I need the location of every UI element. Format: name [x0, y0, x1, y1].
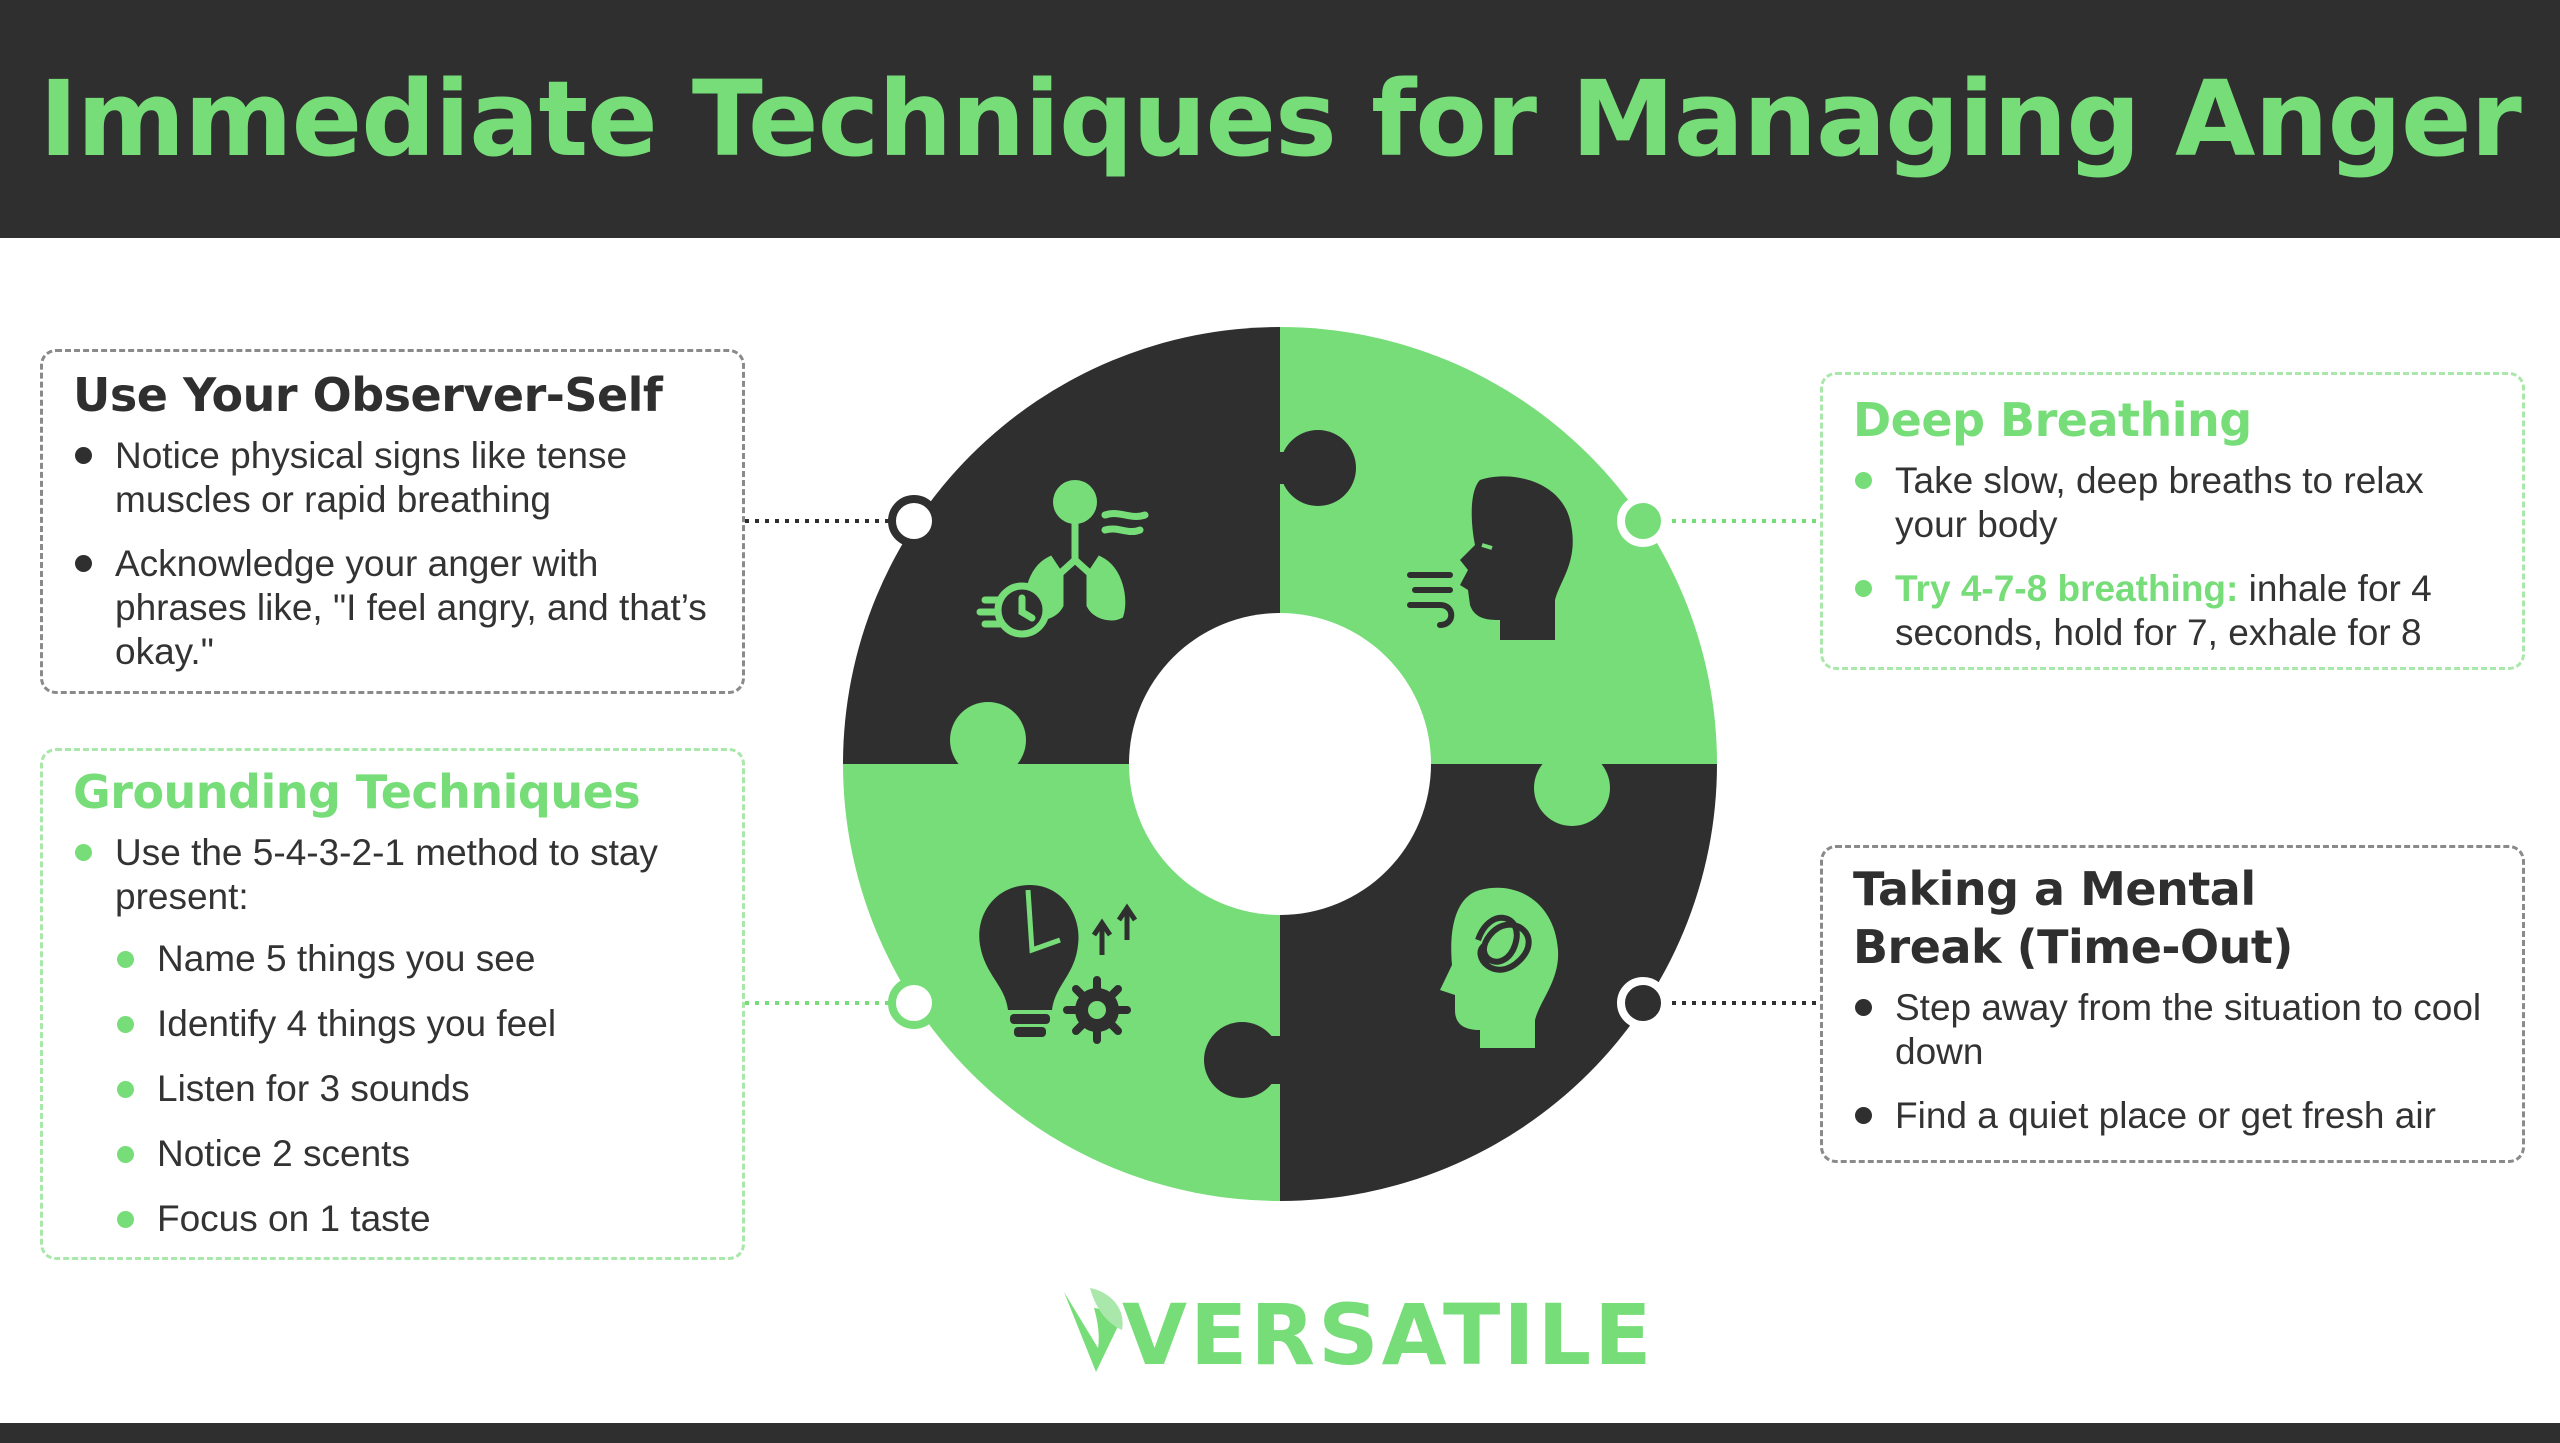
bullet-dot: [1855, 472, 1872, 489]
bullet-dot: [117, 1146, 134, 1163]
observer-self-list: Notice physical signs like tense muscles…: [73, 434, 712, 674]
bullet-dot: [1855, 580, 1872, 597]
grounding-title: Grounding Techniques: [73, 765, 641, 819]
list-item: Try 4-7-8 breathing: inhale for 4 second…: [1853, 567, 2492, 655]
bullet-dot: [75, 447, 92, 464]
bullet-dot: [117, 951, 134, 968]
connector-node: [888, 495, 940, 547]
mental-break-title: Taking a Mental Break (Time-Out): [1853, 862, 2293, 974]
connector-node: [1617, 495, 1669, 547]
bullet-dot: [117, 1211, 134, 1228]
deep-breathing-list: Take slow, deep breaths to relax your bo…: [1853, 459, 2492, 655]
head-exhale-icon: [1407, 476, 1573, 640]
list-item: Notice 2 scents: [73, 1132, 712, 1176]
grounding-list: Use the 5-4-3-2-1 method to stay present…: [73, 831, 712, 1241]
list-item: Listen for 3 sounds: [73, 1067, 712, 1111]
observer-self-card: Use Your Observer-Self Notice physical s…: [40, 349, 745, 694]
lightbulb-gear-icon: [979, 885, 1138, 1044]
head-tangled-thoughts-icon: [1440, 887, 1559, 1048]
deep-breathing-card: Deep Breathing Take slow, deep breaths t…: [1820, 372, 2525, 670]
list-item: Step away from the situation to cool dow…: [1853, 986, 2492, 1074]
list-item: Focus on 1 taste: [73, 1197, 712, 1241]
observer-self-title: Use Your Observer-Self: [73, 368, 663, 422]
page-title: Immediate Techniques for Managing Anger: [39, 58, 2522, 180]
grounding-card: Grounding Techniques Use the 5-4-3-2-1 m…: [40, 748, 745, 1260]
bullet-dot: [1855, 1107, 1872, 1124]
header-banner: Immediate Techniques for Managing Anger: [0, 0, 2560, 238]
list-item: Find a quiet place or get fresh air: [1853, 1094, 2492, 1138]
lungs-stopwatch-icon: [976, 480, 1149, 638]
bullet-dot: [75, 555, 92, 572]
puzzle-knob: [1280, 430, 1356, 506]
puzzle-piece-observer: [843, 327, 1280, 764]
connector-node: [1617, 977, 1669, 1029]
list-item: Use the 5-4-3-2-1 method to stay present…: [73, 831, 712, 919]
bullet-dot: [117, 1081, 134, 1098]
bullet-dot: [1855, 999, 1872, 1016]
footer-bar: [0, 1423, 2560, 1443]
bullet-dot: [75, 844, 92, 861]
breathing-highlight: Try 4-7-8 breathing:: [1895, 568, 2239, 609]
list-item: Take slow, deep breaths to relax your bo…: [1853, 459, 2492, 547]
versatile-logo: VERSATILE: [1060, 1278, 1652, 1388]
mental-break-list: Step away from the situation to cool dow…: [1853, 986, 2492, 1138]
deep-breathing-title: Deep Breathing: [1853, 393, 2252, 447]
puzzle-knob: [1534, 750, 1610, 826]
logo-text: VERSATILE: [1122, 1286, 1655, 1384]
puzzle-knob: [950, 702, 1026, 778]
list-item: Name 5 things you see: [73, 937, 712, 981]
list-item: Notice physical signs like tense muscles…: [73, 434, 712, 522]
list-item: Identify 4 things you feel: [73, 1002, 712, 1046]
bullet-dot: [117, 1016, 134, 1033]
leaf-v-logo-icon: [1064, 1288, 1123, 1372]
list-item: Acknowledge your anger with phrases like…: [73, 542, 712, 674]
connector-node: [888, 977, 940, 1029]
mental-break-card: Taking a Mental Break (Time-Out) Step aw…: [1820, 845, 2525, 1163]
